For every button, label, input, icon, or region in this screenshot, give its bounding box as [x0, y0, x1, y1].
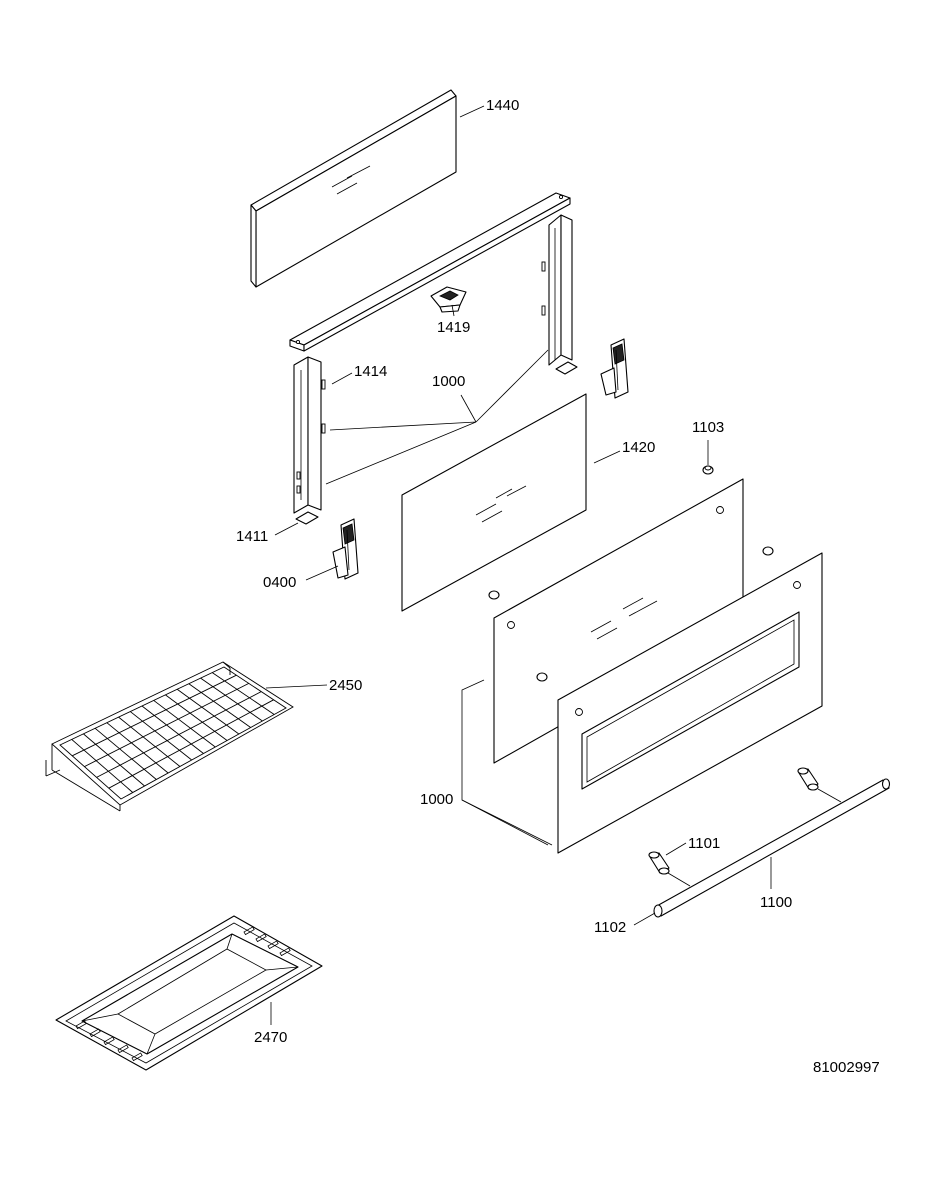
label-1000-door: 1000	[420, 791, 453, 808]
label-1000-frame: 1000	[432, 373, 465, 390]
leader-1000-door	[461, 679, 549, 846]
label-1103: 1103	[692, 419, 724, 436]
label-1420: 1420	[622, 439, 655, 456]
part-1103-nut	[702, 465, 714, 475]
leader-1440	[459, 105, 485, 118]
label-2470: 2470	[254, 1029, 287, 1046]
label-0400: 0400	[263, 574, 296, 591]
leader-1101	[665, 842, 687, 856]
part-0400-hinge	[332, 518, 359, 580]
leader-1420	[593, 450, 621, 464]
part-top-rail	[289, 192, 571, 352]
label-1414: 1414	[354, 363, 387, 380]
label-1411: 1411	[236, 528, 268, 545]
drawing-number: 81002997	[813, 1059, 880, 1076]
leader-1411	[274, 522, 299, 536]
part-inner-door-glass	[488, 478, 774, 764]
label-1101: 1101	[688, 835, 720, 852]
leader-2450	[265, 684, 328, 689]
part-outer-door-panel	[557, 552, 823, 854]
part-right-small-plate	[555, 361, 578, 375]
leader-0400	[305, 565, 339, 581]
label-1100: 1100	[760, 894, 792, 911]
part-1419-clip	[430, 286, 467, 313]
label-1440: 1440	[486, 97, 519, 114]
label-2450: 2450	[329, 677, 362, 694]
label-1102: 1102	[594, 919, 626, 936]
label-1419: 1419	[437, 319, 470, 336]
part-spacer-upper	[797, 767, 819, 791]
part-right-hinge	[600, 338, 629, 399]
part-1440-glass-panel	[250, 89, 457, 288]
part-left-side-bracket	[293, 356, 326, 514]
leader-1419	[451, 304, 455, 317]
part-1100-handle-bar	[653, 778, 891, 918]
part-right-side-bracket	[541, 214, 573, 366]
part-1411-plate	[295, 511, 319, 525]
part-1420-glass-panel	[401, 393, 587, 612]
leader-1414	[331, 372, 353, 385]
part-1101-spacer	[648, 851, 670, 875]
leader-1102	[633, 912, 656, 926]
leaders-1000-frame	[325, 349, 549, 485]
part-2470-baking-tray	[55, 915, 323, 1071]
part-2450-wire-rack	[45, 661, 294, 812]
